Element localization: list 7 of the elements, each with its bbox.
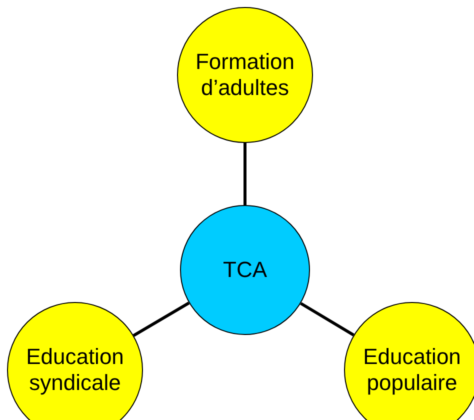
connector-line: [300, 302, 354, 336]
node-label: Education populaire: [362, 344, 462, 396]
node-label: Education syndicale: [25, 344, 125, 396]
connector-line: [132, 302, 190, 337]
node-label: Formation d’adultes: [194, 49, 296, 101]
node-label: TCA: [222, 257, 268, 283]
connector-line: [244, 143, 246, 205]
